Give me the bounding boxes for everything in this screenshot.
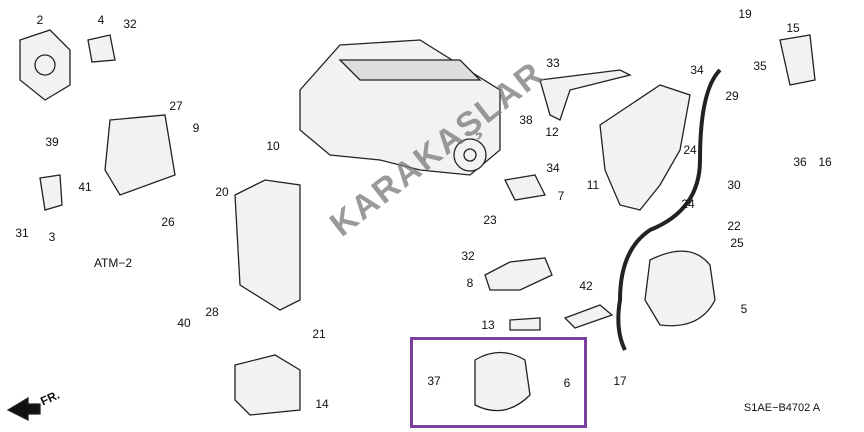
callout-2: 2 — [36, 13, 44, 27]
callout-8: 8 — [466, 276, 474, 290]
part-3 — [39, 174, 63, 211]
callout-27: 27 — [169, 99, 183, 113]
callout-13: 13 — [481, 318, 495, 332]
callout-38: 38 — [519, 113, 533, 127]
fr-arrow — [6, 396, 41, 422]
callout-30: 30 — [727, 178, 741, 192]
callout-9: 9 — [192, 121, 200, 135]
callout-atm-2: ATM−2 — [93, 256, 133, 270]
part-7 — [504, 174, 546, 201]
callout-35: 35 — [753, 59, 767, 73]
callout-3: 3 — [48, 230, 56, 244]
callout-15: 15 — [786, 21, 800, 35]
callout-14: 14 — [315, 397, 329, 411]
part-11 — [599, 84, 691, 211]
part-14 — [234, 354, 301, 416]
callout-5: 5 — [740, 302, 748, 316]
callout-10: 10 — [266, 139, 280, 153]
callout-41: 41 — [78, 180, 92, 194]
engine — [299, 39, 501, 176]
hose-17 — [616, 68, 722, 351]
callout-22: 22 — [727, 219, 741, 233]
callout-24-upper: 24 — [683, 143, 697, 157]
callout-31: 31 — [15, 226, 29, 240]
part-6 — [474, 351, 531, 412]
callout-26: 26 — [161, 215, 175, 229]
callout-17: 17 — [613, 374, 627, 388]
callout-12: 12 — [545, 125, 559, 139]
diagram-code: S1AE−B4702 A — [743, 402, 821, 414]
callout-39: 39 — [45, 135, 59, 149]
callout-21: 21 — [312, 327, 326, 341]
callout-7: 7 — [557, 189, 565, 203]
callout-32: 32 — [123, 17, 137, 31]
part-10 — [234, 179, 301, 311]
callout-33: 33 — [546, 56, 560, 70]
callout-4: 4 — [97, 13, 105, 27]
callout-42: 42 — [579, 279, 593, 293]
callout-6: 6 — [563, 376, 571, 390]
callout-23: 23 — [483, 213, 497, 227]
callout-25: 25 — [730, 236, 744, 250]
callout-29: 29 — [725, 89, 739, 103]
part-4 — [87, 34, 116, 63]
callout-28: 28 — [205, 305, 219, 319]
part-8 — [484, 257, 553, 291]
callout-34-mid: 34 — [546, 161, 560, 175]
callout-36: 36 — [793, 155, 807, 169]
callout-40: 40 — [177, 316, 191, 330]
callout-19: 19 — [738, 7, 752, 21]
callout-11: 11 — [586, 178, 600, 192]
part-5 — [644, 250, 716, 327]
callout-32-mid: 32 — [461, 249, 475, 263]
callout-20: 20 — [215, 185, 229, 199]
part-15 — [779, 34, 816, 86]
callout-34: 34 — [690, 63, 704, 77]
callout-16: 16 — [818, 155, 832, 169]
highlight-box — [410, 337, 587, 428]
part-9 — [104, 114, 176, 196]
part-12 — [539, 69, 632, 121]
callout-37: 37 — [427, 374, 441, 388]
callout-24-lower: 24 — [681, 197, 695, 211]
part-42 — [563, 304, 614, 329]
part-13 — [509, 317, 541, 331]
